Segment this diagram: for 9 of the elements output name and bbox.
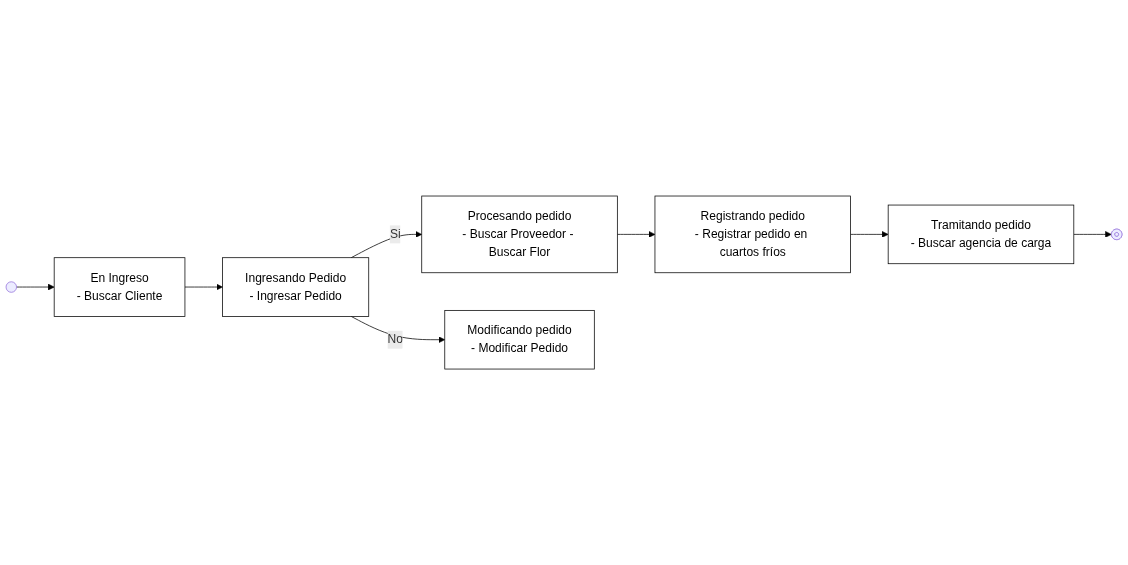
edge-label: Si [389, 227, 401, 241]
node-box: Tramitando pedido - Buscar agencia de carga [887, 204, 1075, 265]
node-box: Registrando pedido - Registrar pedido en cuartos fríos [654, 195, 851, 274]
node-circle [5, 281, 17, 293]
node-box: Ingresando Pedido - Ingresar Pedido [222, 257, 370, 317]
node-box: Modificando pedido - Modificar Pedido [444, 309, 595, 370]
edge-label: No [387, 332, 403, 346]
node-box: Procesando pedido - Buscar Proveedor - Buscar Flor [421, 195, 618, 274]
node-box: En Ingreso - Buscar Cliente [53, 257, 186, 317]
